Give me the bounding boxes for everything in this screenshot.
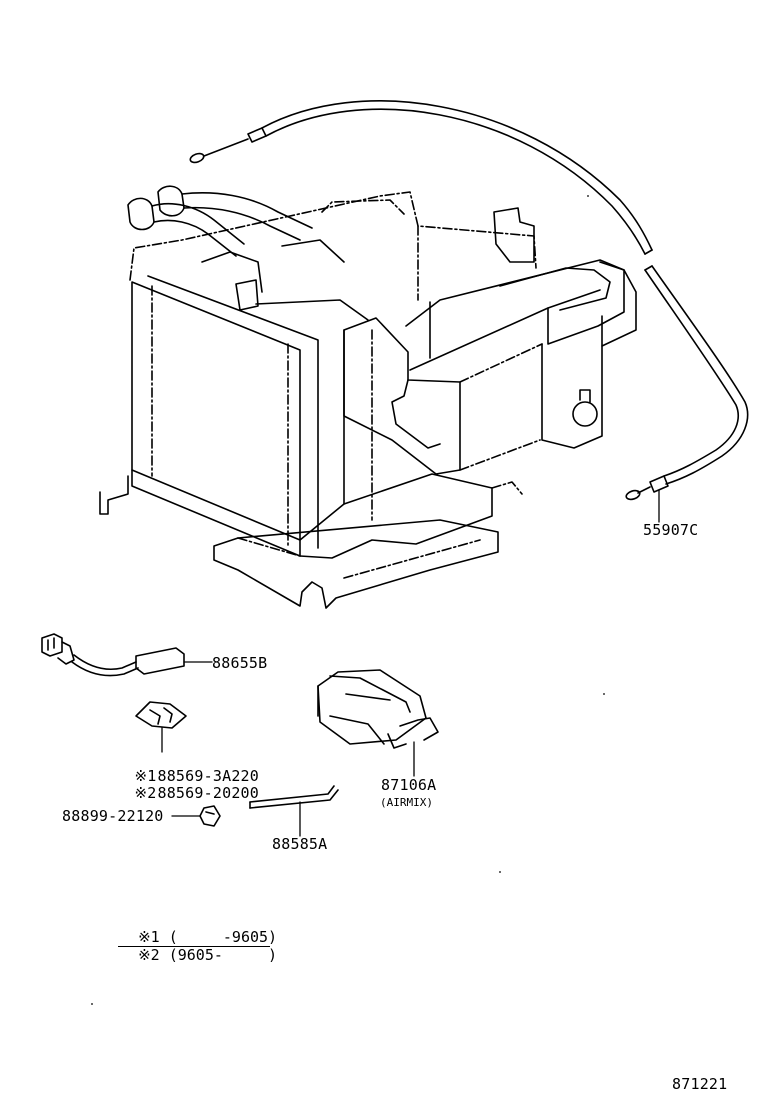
legend-range-1: ( -9605) — [168, 928, 278, 946]
heater-unit-drawing — [99, 185, 637, 609]
servo-87106a-drawing — [317, 669, 439, 777]
clip-88899-drawing — [171, 805, 221, 827]
part-label-88899-22120[interactable]: 88899-22120 — [62, 807, 164, 825]
clamp-88569-drawing — [135, 701, 187, 753]
legend-row-2: ※2 (9605- ) — [120, 928, 277, 964]
part-label-87106a[interactable]: 87106A — [381, 776, 437, 794]
part-label-87106a-sub: (AIRMIX) — [380, 796, 433, 809]
variant-mark-1: ※1 — [134, 767, 157, 785]
legend-row-1: ※1 ( -9605) — [120, 910, 277, 946]
legend-mark-1: ※1 — [138, 928, 160, 946]
legend-range-2: (9605- ) — [168, 946, 278, 964]
part-label-88569-3a220[interactable]: ※188569-3A220 — [116, 752, 259, 784]
part-number-88569-20200: 88569-20200 — [157, 784, 260, 802]
legend-underline — [118, 946, 270, 947]
part-label-88585a[interactable]: 88585A — [272, 835, 328, 853]
sensor-88655b-drawing — [41, 633, 213, 677]
part-label-88569-20200[interactable]: ※288569-20200 — [116, 769, 259, 801]
legend-mark-2: ※2 — [138, 946, 160, 964]
wire-harness-55907c-drawing — [189, 100, 749, 523]
diagram-id: 871221 — [672, 1075, 728, 1093]
part-label-55907c[interactable]: 55907C — [643, 521, 699, 539]
variant-mark-2: ※2 — [134, 784, 157, 802]
part-label-88655b[interactable]: 88655B — [212, 654, 268, 672]
part-number-88569-3a220: 88569-3A220 — [157, 767, 260, 785]
rod-88585a-drawing — [249, 785, 339, 837]
